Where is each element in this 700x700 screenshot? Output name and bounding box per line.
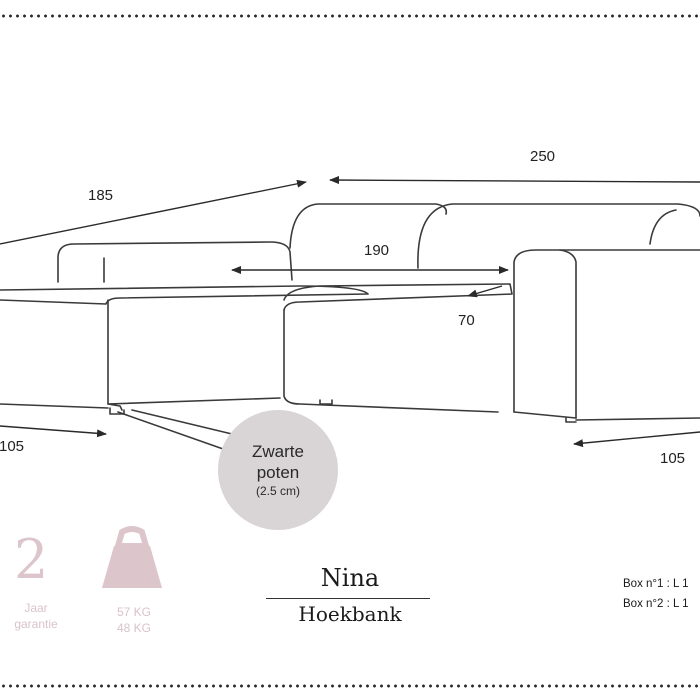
middle-back-cushion (289, 203, 448, 249)
product-type: Hoekbank (298, 602, 402, 626)
bottom-dotted-border (0, 684, 700, 688)
warranty-label: Jaar garantie (4, 600, 68, 632)
dim-105-right-label: 105 (660, 450, 686, 467)
badge-line-1: Zwarte (252, 441, 304, 461)
warranty-number: 2 (14, 528, 49, 591)
weight-label: 57 KG 48 KG (104, 604, 164, 636)
legs-info-badge: Zwarte poten (2.5 cm) (218, 410, 338, 530)
badge-line-2: poten (256, 462, 300, 482)
weight-line-2: 48 KG (116, 621, 152, 635)
dim-105-left-label: 105 (0, 438, 25, 455)
dim-arrow-185 (0, 179, 307, 245)
dim-190-label: 190 (364, 242, 390, 259)
top-dotted-border (0, 14, 700, 18)
middle-seat (283, 283, 513, 311)
chaise-back-cushion (57, 241, 293, 283)
right-armrest (513, 249, 700, 413)
dim-arrow-250 (329, 176, 700, 185)
dim-70-label: 70 (458, 312, 475, 329)
right-back-cushion (417, 203, 700, 269)
dim-250-label: 250 (530, 148, 556, 165)
dim-arrow-105-right (573, 431, 700, 448)
weight-line-1: 57 KG (116, 605, 152, 619)
kettlebell-weight-icon (102, 526, 162, 588)
dim-185-label: 185 (88, 187, 114, 204)
warranty-line-1: Jaar (24, 601, 48, 615)
badge-line-3: (2.5 cm) (255, 483, 300, 498)
product-name: Nina (320, 564, 380, 592)
dim-arrow-70 (467, 285, 503, 298)
warranty-line-2: garantie (14, 617, 58, 631)
box-2-dimensions: Box n°2 : L 1 (623, 598, 689, 610)
box-1-dimensions: Box n°1 : L 1 (623, 578, 689, 590)
dim-arrow-105-left (0, 425, 107, 438)
product-name-divider (266, 598, 430, 599)
